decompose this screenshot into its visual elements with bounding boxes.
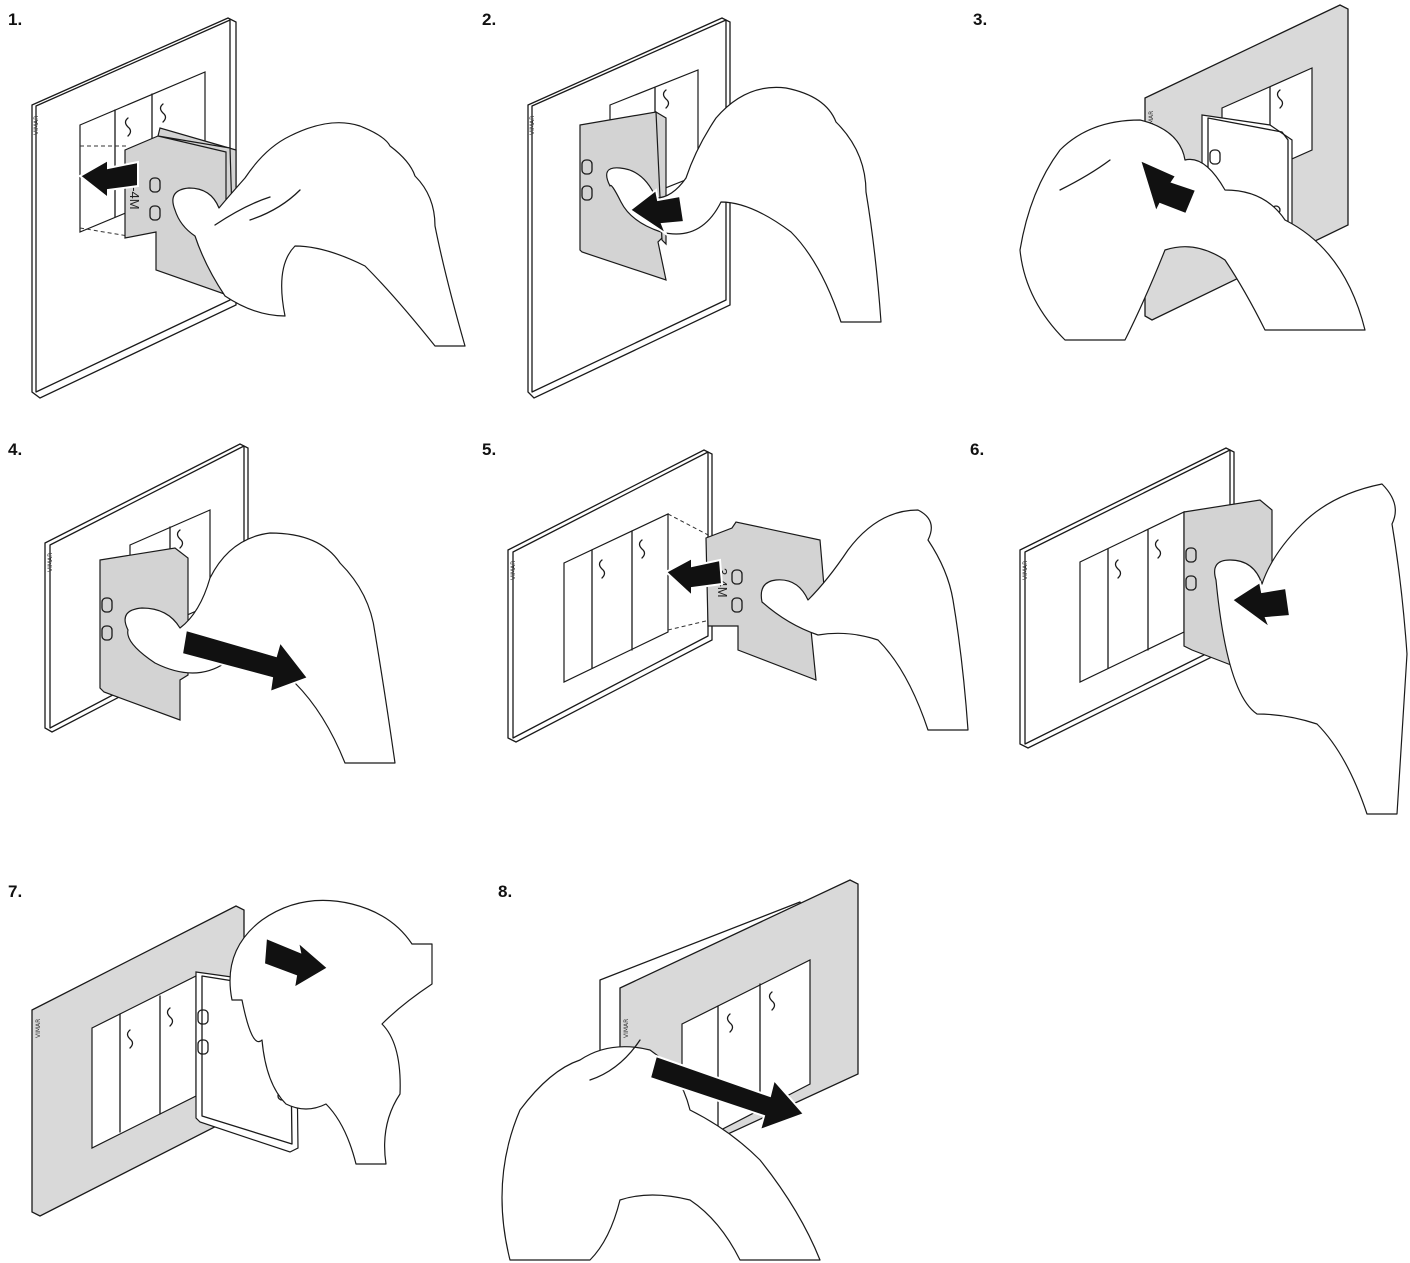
step-1: 1. VIMAR 3-4M	[0, 0, 470, 400]
step-3: 3. VIMAR	[940, 0, 1410, 400]
step-8-illustration: VIMAR	[470, 860, 940, 1263]
step-8: 8. VIMAR	[470, 860, 940, 1263]
step-4: 4. VIMAR	[0, 430, 470, 830]
brand-label: VIMAR	[529, 116, 536, 135]
step-6: 6. VIMAR	[940, 430, 1410, 830]
step-4-illustration: VIMAR	[0, 430, 470, 830]
step-2-illustration: VIMAR	[470, 0, 940, 400]
brand-label: VIMAR	[47, 553, 54, 572]
brand-label: VIMAR	[35, 1019, 42, 1038]
brand-label: VIMAR	[510, 561, 517, 580]
step-5-illustration: VIMAR 3-4M	[470, 430, 940, 830]
step-7-illustration: VIMAR	[0, 860, 470, 1263]
brand-label: VIMAR	[623, 1019, 630, 1038]
step-5: 5. VIMAR 3-4M	[470, 430, 940, 830]
step-1-illustration: VIMAR 3-4M	[0, 0, 470, 400]
step-7: 7. VIMAR	[0, 860, 470, 1263]
step-6-illustration: VIMAR	[940, 430, 1410, 830]
step-2: 2. VIMAR	[470, 0, 940, 400]
step-3-illustration: VIMAR	[940, 0, 1410, 400]
brand-label: VIMAR	[1022, 561, 1029, 580]
brand-label: VIMAR	[33, 116, 40, 135]
